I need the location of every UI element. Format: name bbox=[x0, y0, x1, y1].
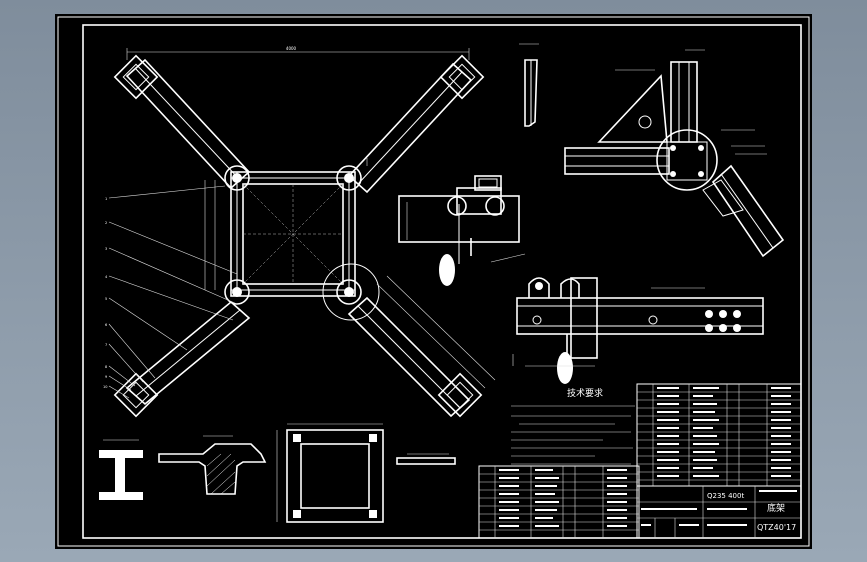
parts-list-left bbox=[478, 465, 640, 539]
svg-text:9: 9 bbox=[105, 375, 107, 379]
svg-text:6: 6 bbox=[105, 323, 107, 327]
svg-text:2: 2 bbox=[105, 221, 107, 225]
svg-text:1: 1 bbox=[105, 197, 107, 201]
inner-border bbox=[82, 24, 802, 539]
svg-text:5: 5 bbox=[105, 297, 107, 301]
outer-border bbox=[57, 16, 810, 547]
part-name: 底架 bbox=[767, 502, 785, 514]
weld-section bbox=[158, 435, 267, 495]
frame-plan bbox=[276, 423, 384, 523]
overall-dimension: 4000 bbox=[286, 46, 297, 51]
svg-text:8: 8 bbox=[105, 365, 107, 369]
plate-section bbox=[396, 453, 456, 465]
svg-text:7: 7 bbox=[105, 343, 107, 347]
technical-notes: 技术要求 bbox=[511, 387, 635, 465]
notes-heading: 技术要求 bbox=[567, 387, 603, 399]
svg-text:3: 3 bbox=[105, 247, 107, 251]
drawing-number: QTZ40'17 bbox=[757, 523, 796, 532]
node-detail bbox=[519, 43, 785, 258]
plan-view: 4000 1 2 3 4 5 6 7 8 9 10 bbox=[103, 46, 496, 418]
svg-text:10: 10 bbox=[103, 385, 107, 389]
parts-list-right bbox=[636, 383, 802, 487]
svg-text:4: 4 bbox=[105, 275, 108, 279]
cad-drawing: 4000 1 2 3 4 5 6 7 8 9 10 bbox=[57, 16, 810, 547]
joint-section bbox=[398, 175, 526, 286]
i-beam-section bbox=[99, 439, 143, 500]
material-label: Q235 400t bbox=[707, 492, 744, 500]
title-block: Q235 400t 底架 QTZ40'17 bbox=[636, 485, 802, 539]
drawing-sheet: 4000 1 2 3 4 5 6 7 8 9 10 bbox=[55, 14, 812, 549]
elevation-view bbox=[512, 277, 764, 384]
